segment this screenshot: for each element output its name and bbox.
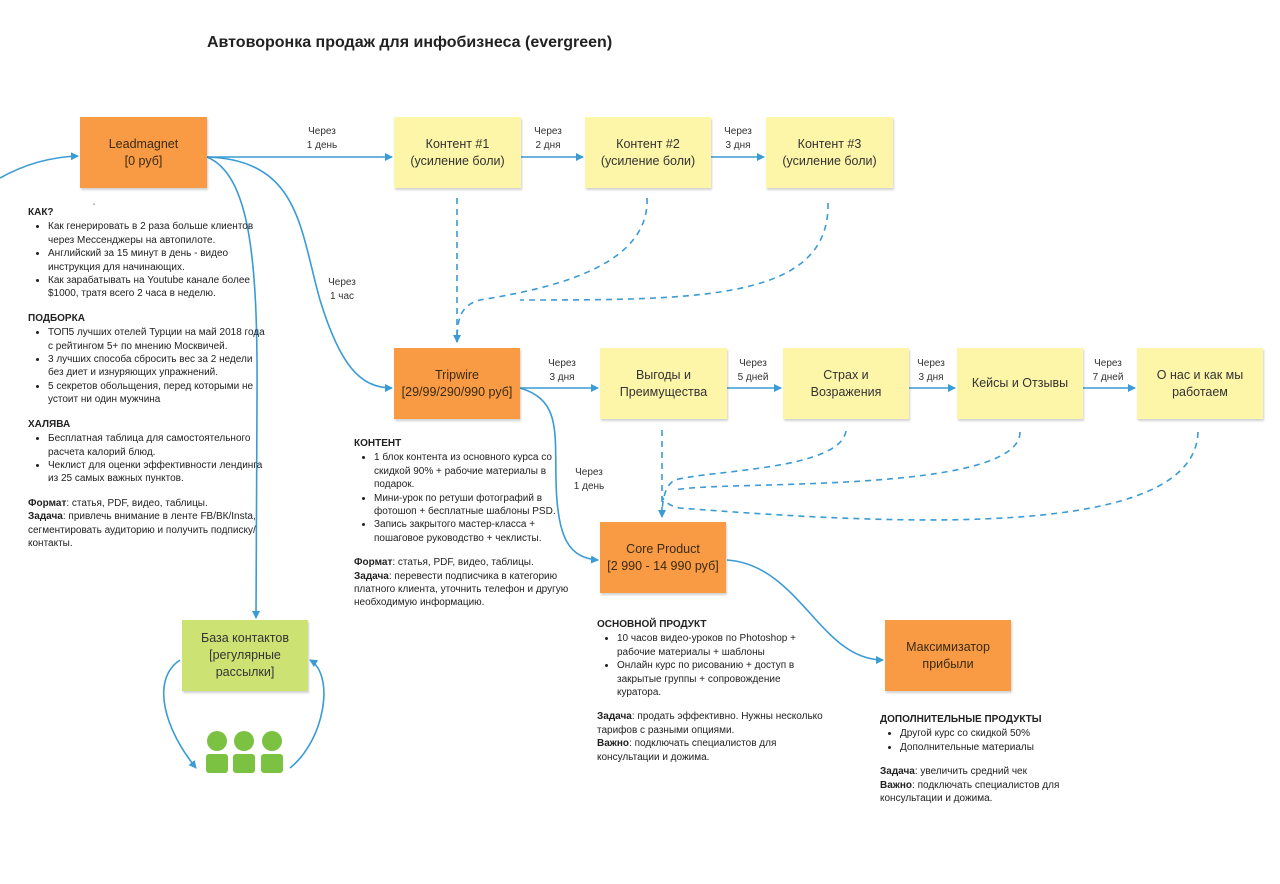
section-heading-how: КАК? — [28, 207, 54, 218]
edge-leadmagnet-to-tripwire — [206, 156, 393, 392]
format-label: Формат — [28, 497, 67, 509]
format-label: Формат — [354, 557, 393, 569]
edge-fears-to-core — [661, 430, 847, 518]
edge-cases-to-core — [674, 431, 1021, 491]
delay-label-cases-about: Через 7 дней — [1092, 358, 1124, 383]
important-line: Важно: подключать специалистов для консу… — [597, 737, 827, 764]
section-heading-content: КОНТЕНТ — [354, 438, 402, 449]
section-heading-extra-products: ДОПОЛНИТЕЛЬНЫЕ ПРОДУКТЫ — [880, 714, 1042, 725]
important-text: : подключать специалистов для консультац… — [880, 779, 1060, 805]
list-item: Как генерировать в 2 раза больше клиенто… — [48, 220, 268, 247]
list-item: Английский за 15 минут в день - видео ин… — [48, 247, 268, 274]
edge-people-to-contacts-right — [289, 659, 325, 769]
list-item: Мини-урок по ретуши фотографий в фотошоп… — [374, 492, 572, 519]
task-text: : привлечь внимание в ленте FB/ВК/Insta,… — [28, 511, 256, 549]
node-cases[interactable]: Кейсы и Отзывы — [957, 348, 1083, 419]
important-text: : подключать специалистов для консультац… — [597, 738, 777, 763]
section-heading-selection: ПОДБОРКА — [28, 312, 85, 324]
edge-contacts-to-people-left — [163, 659, 197, 769]
task-label: Задача — [28, 511, 63, 523]
task-label: Задача — [597, 711, 632, 723]
list-item: 3 лучших способа сбросить вес за 2 недел… — [48, 353, 268, 380]
list-item: Как зарабатывать на Youtube канале более… — [48, 274, 268, 301]
list-item: 5 секретов обольщения, перед которыми не… — [48, 380, 268, 407]
important-label: Важно — [597, 738, 630, 750]
delay-label-tw-core: Через 1 день — [573, 467, 605, 492]
node-leadmagnet[interactable]: Leadmagnet [0 руб] — [80, 117, 207, 188]
person-icon — [233, 731, 255, 773]
node-content-3[interactable]: Контент #3 (усиление боли) — [766, 117, 893, 188]
page-title: Автоворонка продаж для инфобизнеса (ever… — [207, 34, 613, 51]
task-line: Задача: перевести подписчика в категорию… — [354, 570, 572, 610]
node-core-product[interactable]: Core Product [2 990 - 14 990 руб] — [600, 522, 726, 593]
list-item: Чеклист для оценки эффективности лендинг… — [48, 459, 268, 486]
stray-mark: " — [93, 204, 96, 210]
edge-content3-to-tripwire — [519, 202, 829, 301]
edge-about-to-core — [661, 431, 1199, 521]
task-label: Задача — [880, 766, 915, 778]
node-contacts-base[interactable]: База контактов [регулярные рассылки] — [182, 620, 308, 691]
task-line: Задача: привлечь внимание в ленте FB/ВК/… — [28, 510, 268, 550]
list-item: 10 часов видео-уроков по Photoshop + раб… — [617, 632, 827, 659]
format-line: Формат: статья, PDF, видео, таблицы. — [354, 556, 572, 569]
person-icon — [206, 731, 228, 773]
delay-label-c1-c2: Через 2 дня — [534, 126, 562, 151]
node-content-1[interactable]: Контент #1 (усиление боли) — [394, 117, 521, 188]
task-label: Задача — [354, 570, 389, 582]
delay-label-c2-c3: Через 3 дня — [724, 126, 752, 151]
list-item: Онлайн курс по рисованию + доступ в закр… — [617, 659, 827, 699]
format-line: Формат: статья, PDF, видео, таблицы. — [28, 497, 268, 510]
task-text: : перевести подписчика в категорию платн… — [354, 570, 569, 609]
node-benefits[interactable]: Выгоды и Преимущества — [600, 348, 727, 419]
important-line: Важно: подключать специалистов для консу… — [880, 779, 1070, 806]
section-heading-freebie: ХАЛЯВА — [28, 418, 71, 430]
task-line: Задача: увеличить средний чек — [880, 765, 1070, 778]
list-item: 1 блок контента из основного курса со ск… — [374, 451, 572, 491]
list-item: Бесплатная таблица для самостоятельного … — [48, 432, 268, 459]
delay-label-fear-cases: Через 3 дня — [917, 358, 945, 383]
leadmagnet-notes: КАК? Как генерировать в 2 раза больше кл… — [28, 206, 268, 550]
core-product-notes: ОСНОВНОЙ ПРОДУКТ 10 часов видео-уроков п… — [597, 618, 827, 764]
person-icon — [261, 731, 283, 773]
list-item: Запись закрытого мастер-класса + пошагов… — [374, 518, 572, 545]
edge-leadmagnet-to-contacts — [206, 156, 261, 619]
task-line: Задача: продать эффективно. Нужны нескол… — [597, 710, 827, 737]
task-text: : продать эффективно. Нужны несколько та… — [597, 711, 823, 736]
delay-label-lm-tw: Через 1 час — [328, 277, 356, 302]
tripwire-notes: КОНТЕНТ 1 блок контента из основного кур… — [354, 437, 572, 610]
node-tripwire[interactable]: Tripwire [29/99/290/990 руб] — [394, 348, 520, 419]
delay-label-lm-c1: Через 1 день — [306, 126, 338, 151]
node-about[interactable]: О нас и как мы работаем — [1137, 348, 1263, 419]
format-text: : статья, PDF, видео, таблицы. — [392, 557, 534, 569]
section-heading-main-product: ОСНОВНОЙ ПРОДУКТ — [597, 619, 707, 630]
delay-label-ben-fear: Через 5 дней — [737, 358, 769, 383]
node-content-2[interactable]: Контент #2 (усиление боли) — [585, 117, 711, 188]
maximizer-notes: ДОПОЛНИТЕЛЬНЫЕ ПРОДУКТЫ Другой курс со с… — [880, 713, 1070, 805]
delay-label-tw-ben: Через 3 дня — [548, 358, 576, 383]
edge-content2-to-tripwire — [456, 197, 648, 343]
task-text: : увеличить средний чек — [914, 766, 1027, 778]
edge-tripwire-to-core — [519, 387, 599, 564]
list-item: ТОП5 лучших отелей Турции на май 2018 го… — [48, 326, 268, 353]
edge-core-to-maximizer — [726, 559, 884, 664]
node-maximizer[interactable]: Максимизатор прибыли — [885, 620, 1011, 691]
edge-entry-to-leadmagnet — [0, 152, 79, 179]
important-label: Важно — [880, 779, 913, 791]
list-item: Дополнительные материалы — [900, 741, 1070, 754]
list-item: Другой курс со скидкой 50% — [900, 727, 1070, 740]
node-fears[interactable]: Страх и Возражения — [783, 348, 909, 419]
format-text: : статья, PDF, видео, таблицы. — [66, 497, 208, 509]
